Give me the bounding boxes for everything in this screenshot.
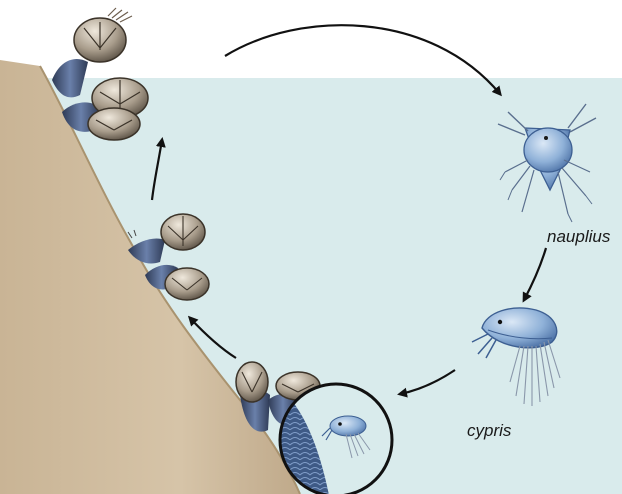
nauplius-label: nauplius [547, 227, 610, 247]
cypris-label: cypris [467, 421, 511, 441]
barnacle-cluster-adult [52, 8, 148, 140]
